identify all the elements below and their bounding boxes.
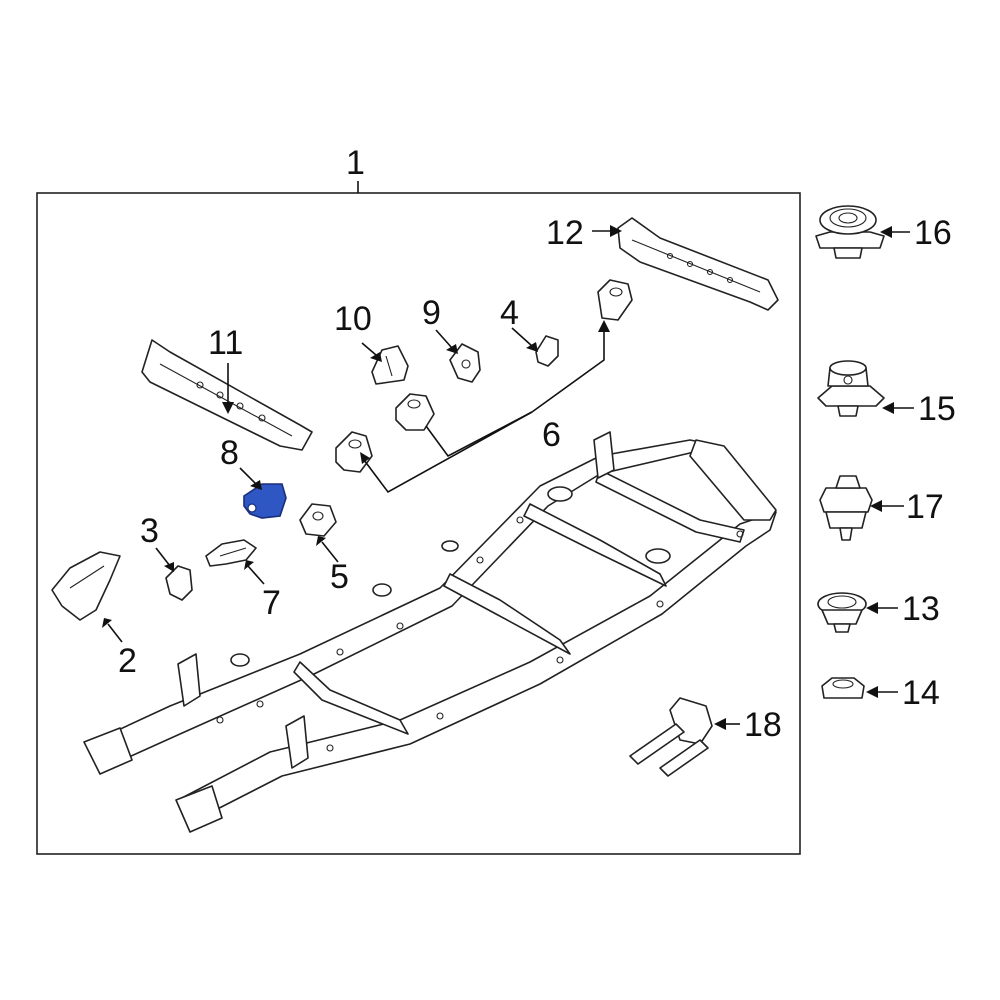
callout-6: 6 (542, 416, 561, 454)
callout-16: 16 (914, 214, 952, 252)
callout-11: 11 (208, 324, 243, 362)
part-6-bracket-c[interactable] (597, 279, 633, 321)
part-6-bracket-a[interactable] (335, 431, 373, 473)
callout-8: 8 (220, 434, 239, 472)
callout-3: 3 (140, 512, 159, 550)
callout-1: 1 (346, 144, 365, 182)
part-16-body-mount[interactable] (815, 205, 885, 259)
callout-2: 2 (118, 642, 137, 680)
callout-5: 5 (330, 558, 349, 596)
callout-4: 4 (500, 294, 519, 332)
part-14-body-mount[interactable] (821, 677, 865, 699)
callout-17: 17 (906, 488, 944, 526)
part-5-bracket[interactable] (299, 503, 337, 537)
callout-14: 14 (902, 674, 940, 712)
part-10-bracket[interactable] (371, 345, 409, 385)
part-2-bracket[interactable] (51, 551, 121, 621)
callout-12: 12 (546, 214, 584, 252)
part-13-body-mount[interactable] (817, 592, 867, 633)
part-7-bracket[interactable] (205, 539, 257, 567)
callout-18: 18 (744, 706, 782, 744)
callout-10: 10 (334, 300, 372, 338)
part-8-bracket-highlighted[interactable] (243, 483, 287, 519)
part-12-crossmember[interactable] (617, 217, 779, 311)
frame-box (36, 192, 801, 855)
part-15-body-mount[interactable] (817, 360, 885, 417)
part-4-bracket[interactable] (535, 335, 559, 367)
vehicle-frame-assembly[interactable] (83, 431, 777, 833)
part-3-bracket[interactable] (165, 565, 193, 601)
callout-13: 13 (902, 590, 940, 628)
callout-7: 7 (262, 584, 281, 622)
part-6-bracket-b[interactable] (395, 393, 435, 431)
callout-15: 15 (918, 390, 956, 428)
part-18-bracket[interactable] (629, 697, 713, 777)
part-11-crossmember[interactable] (141, 339, 313, 451)
part-17-body-mount[interactable] (819, 475, 873, 541)
callout-9: 9 (422, 294, 441, 332)
